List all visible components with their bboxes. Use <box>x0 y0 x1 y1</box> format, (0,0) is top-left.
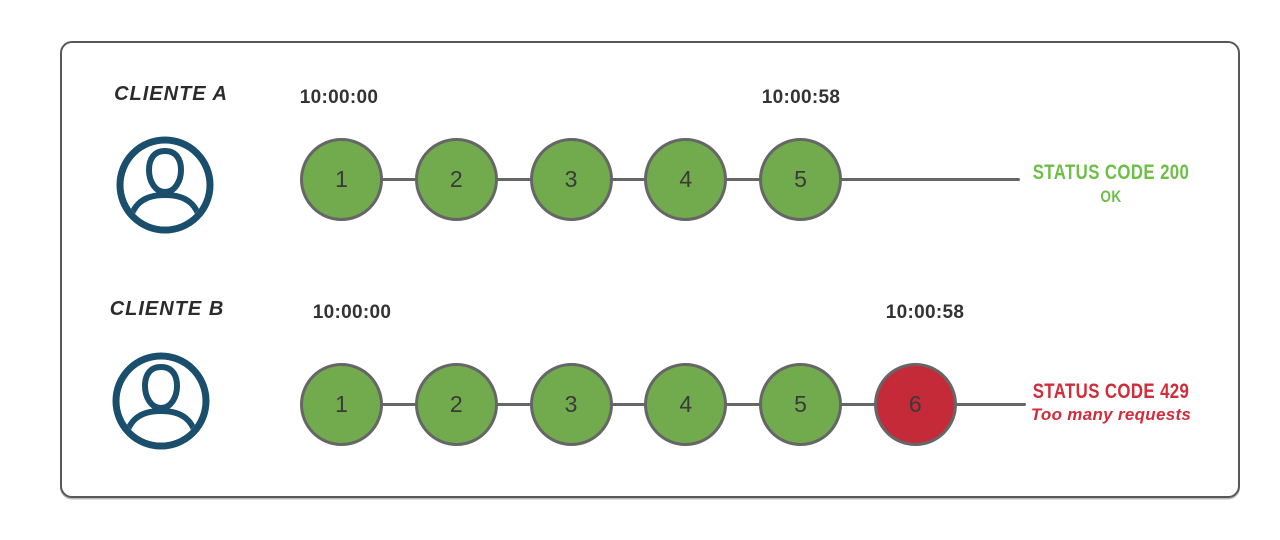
request-nodes: 1 2 3 4 5 <box>300 138 842 221</box>
end-timestamp: 10:00:58 <box>885 302 965 323</box>
request-nodes: 1 2 3 4 5 6 <box>300 363 957 446</box>
person-avatar-icon <box>116 136 214 234</box>
request-node: 2 <box>414 363 498 446</box>
request-number: 5 <box>794 391 807 417</box>
request-node: 3 <box>529 138 613 221</box>
request-node: 1 <box>300 138 383 221</box>
status-message-text: Too many requests <box>1030 405 1192 424</box>
request-node: 1 <box>300 363 383 446</box>
request-number: 1 <box>335 166 348 192</box>
request-number: 3 <box>564 391 578 417</box>
request-number: 2 <box>449 166 463 192</box>
start-timestamp: 10:00:00 <box>312 302 392 323</box>
request-number: 1 <box>335 391 348 417</box>
request-number: 3 <box>564 166 578 192</box>
request-number: 4 <box>679 391 693 417</box>
end-timestamp: 10:00:58 <box>761 87 841 108</box>
person-avatar-icon <box>112 352 210 450</box>
status-code-text: STATUS CODE 200 <box>1032 161 1190 184</box>
client-b-label: CLIENTE B <box>109 298 225 320</box>
request-number: 6 <box>908 391 922 417</box>
request-number: 4 <box>679 166 693 192</box>
status-message-text: OK <box>1100 187 1122 206</box>
request-node: 5 <box>759 363 842 446</box>
request-node: 6 <box>873 363 957 446</box>
start-timestamp: 10:00:00 <box>299 87 379 108</box>
request-node: 2 <box>414 138 498 221</box>
status-block: STATUS CODE 429 Too many requests <box>996 381 1226 423</box>
request-number: 5 <box>794 166 807 192</box>
request-node: 4 <box>644 363 728 446</box>
request-node: 5 <box>759 138 842 221</box>
status-code-text: STATUS CODE 429 <box>1032 380 1190 403</box>
status-block: STATUS CODE 200 OK <box>996 162 1226 205</box>
client-a-label: CLIENTE A <box>114 83 228 105</box>
request-node: 4 <box>644 138 728 221</box>
request-number: 2 <box>449 391 463 417</box>
request-node: 3 <box>529 363 613 446</box>
